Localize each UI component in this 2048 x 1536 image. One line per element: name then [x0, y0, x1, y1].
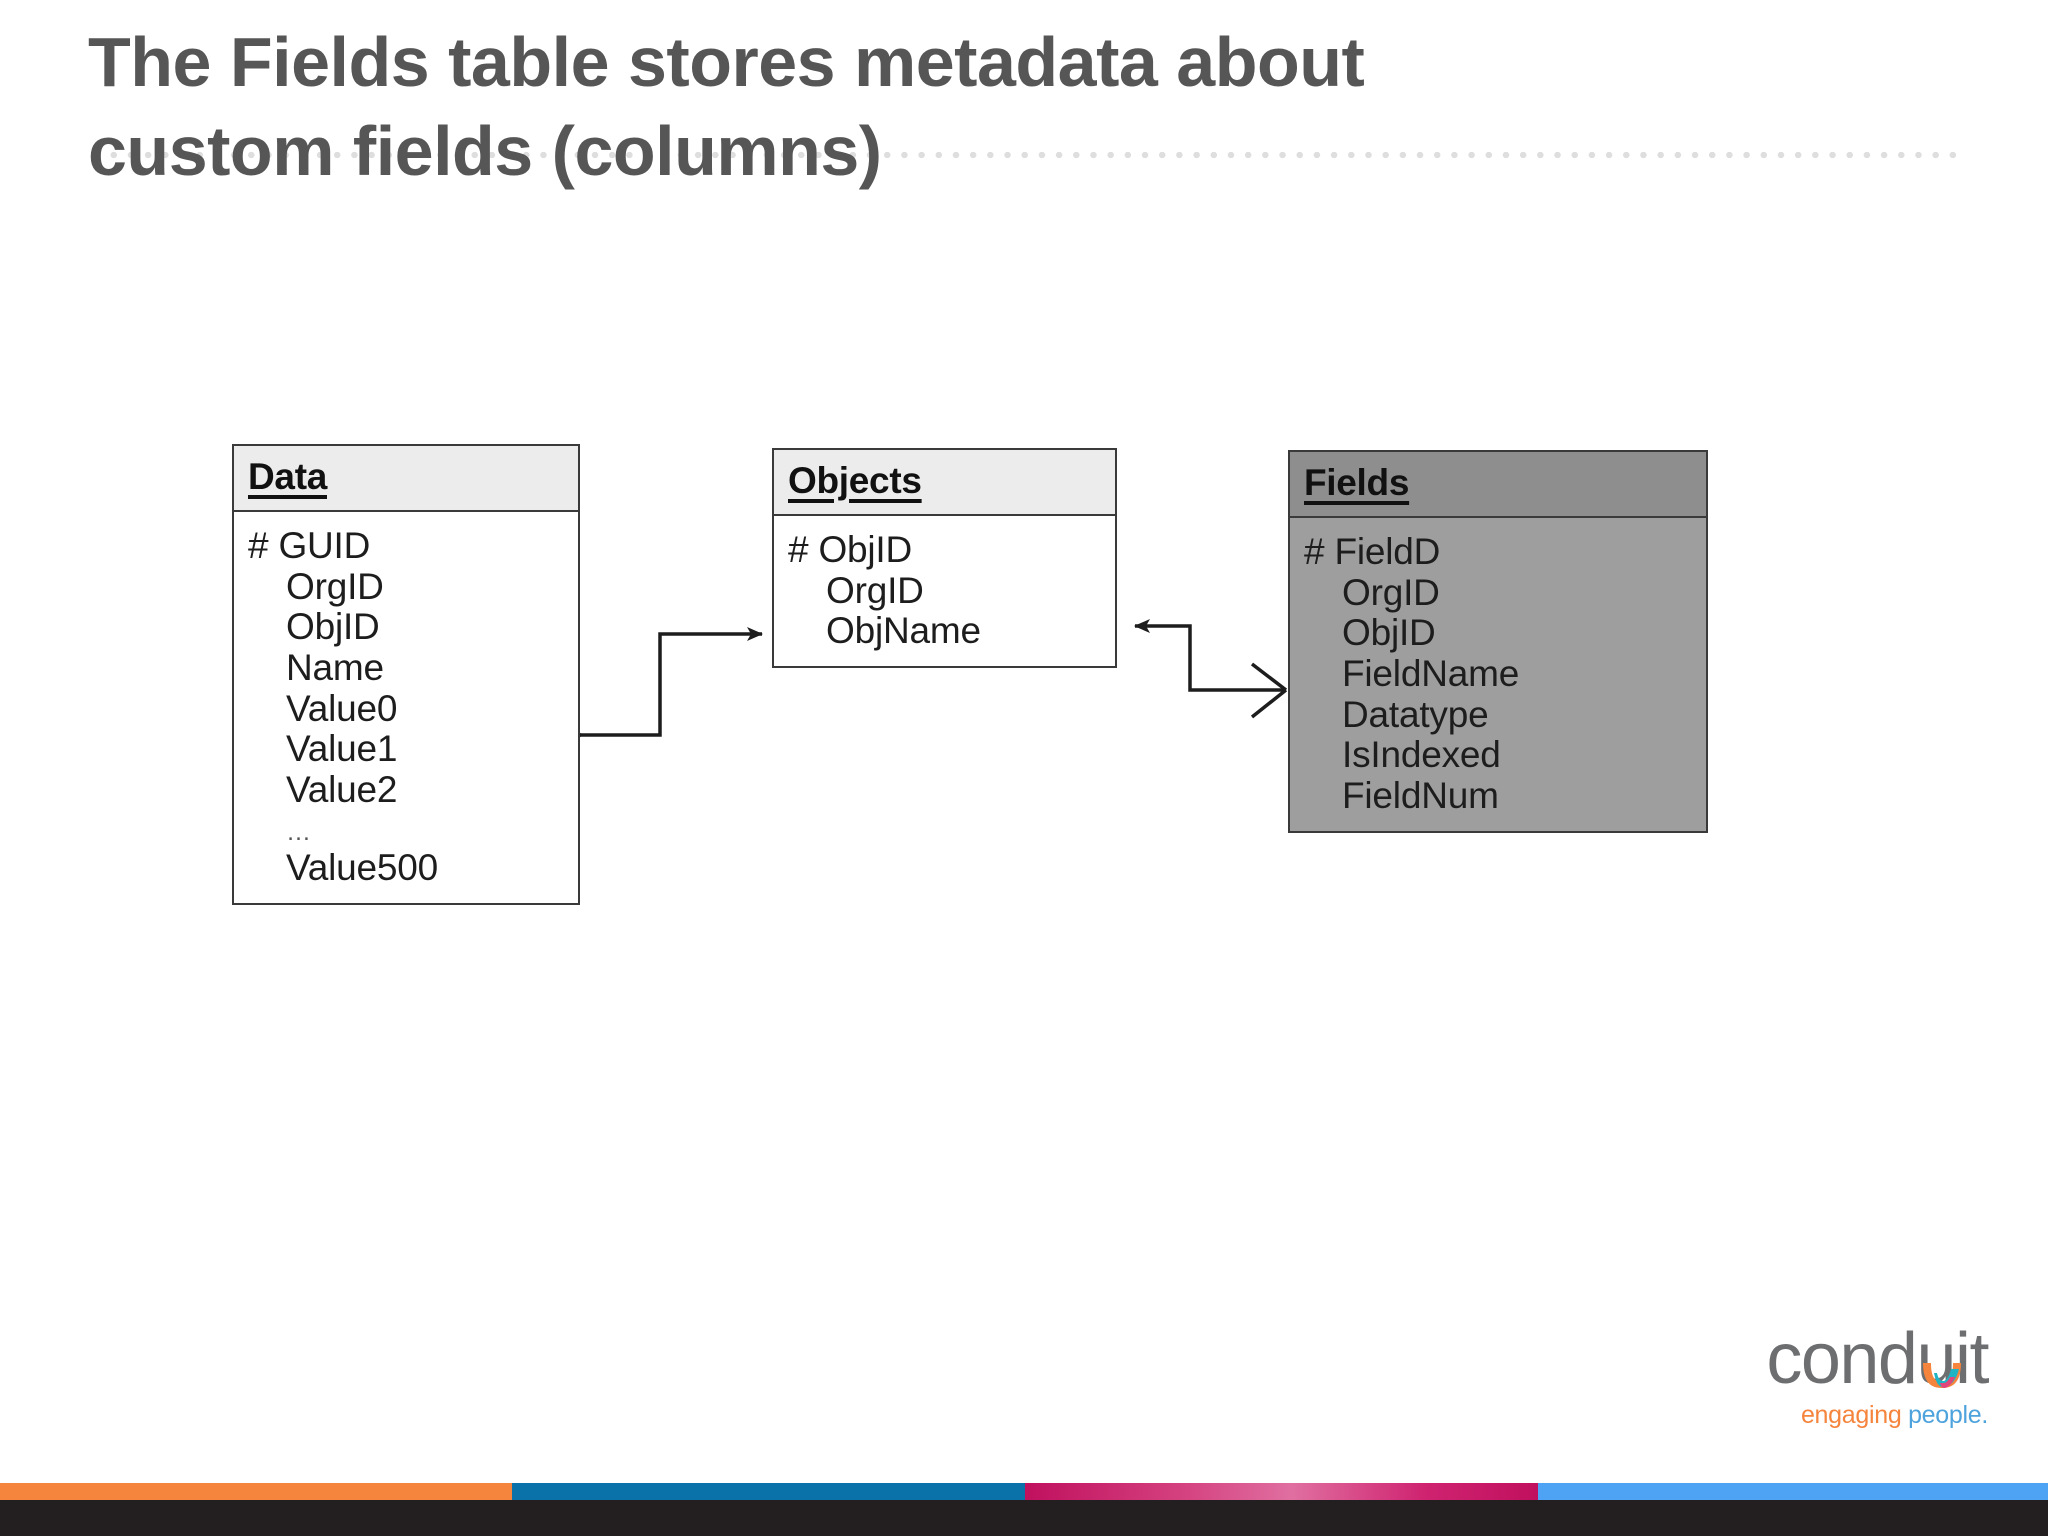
slide-title-area: The Fields table stores metadata about c… — [0, 0, 2048, 240]
er-table-body-fields: # FieldD OrgID ObjID FieldName Datatype … — [1290, 518, 1706, 831]
er-field: FieldNum — [1342, 775, 1499, 817]
page-title: The Fields table stores metadata about c… — [88, 23, 1365, 190]
er-field: ObjID — [1342, 612, 1436, 654]
er-field: Value0 — [286, 687, 398, 729]
er-field: # GUID — [248, 525, 371, 566]
er-table-body-objects: # ObjID OrgID ObjName — [774, 516, 1115, 666]
er-field: OrgID — [1342, 571, 1440, 613]
color-bar-segment-teal — [512, 1483, 1025, 1500]
logo-wordmark-prefix: cond — [1766, 1319, 1918, 1399]
conduit-logo: condu it engaging people. — [1766, 1323, 1989, 1428]
relationship-fields-objects — [1134, 619, 1288, 719]
er-table-fields[interactable]: Fields # FieldD OrgID ObjID FieldName Da… — [1288, 450, 1708, 833]
er-field: ObjID — [286, 606, 380, 648]
er-field: Value2 — [286, 769, 398, 811]
er-field: # ObjID — [788, 529, 913, 570]
er-table-header-fields: Fields — [1290, 452, 1706, 518]
er-field: # FieldD — [1304, 531, 1441, 572]
er-table-header-objects: Objects — [774, 450, 1115, 516]
color-bar-segment-blue — [1538, 1483, 2048, 1500]
er-table-header-data: Data — [234, 446, 578, 512]
logo-tagline-part-b: people. — [1908, 1401, 1988, 1429]
er-field-ellipsis: … — [286, 817, 313, 846]
er-field: OrgID — [286, 565, 384, 607]
er-field: Name — [286, 647, 384, 689]
er-table-data[interactable]: Data # GUID OrgID ObjID Name Value0 Valu… — [232, 444, 580, 905]
er-field: IsIndexed — [1342, 734, 1501, 776]
color-bar-segment-magenta — [1025, 1483, 1538, 1500]
logo-tagline: engaging people. — [1766, 1403, 1988, 1428]
er-table-title-objects: Objects — [788, 460, 922, 501]
footer-dark-bar — [0, 1500, 2048, 1536]
logo-wordmark-suffix: it — [1955, 1319, 1990, 1399]
er-field: Datatype — [1342, 693, 1489, 735]
er-table-title-data: Data — [248, 456, 327, 497]
logo-tagline-part-a: engaging — [1800, 1401, 1909, 1429]
er-table-body-data: # GUID OrgID ObjID Name Value0 Value1 Va… — [234, 512, 578, 903]
er-table-title-fields: Fields — [1304, 462, 1410, 503]
er-field: Value1 — [286, 728, 398, 770]
swoosh-icon — [1923, 1363, 1962, 1388]
logo-wordmark: condu it — [1766, 1323, 1989, 1395]
logo-u-swoosh-icon: u — [1916, 1323, 1962, 1395]
footer-color-bar — [0, 1483, 2048, 1500]
dotted-divider-rule — [88, 150, 1960, 160]
er-field: Value500 — [286, 847, 439, 889]
er-field: OrgID — [826, 569, 924, 611]
color-bar-segment-orange — [0, 1483, 512, 1500]
er-table-objects[interactable]: Objects # ObjID OrgID ObjName — [772, 448, 1117, 669]
er-field: ObjName — [826, 610, 981, 652]
er-field: FieldName — [1342, 653, 1520, 695]
